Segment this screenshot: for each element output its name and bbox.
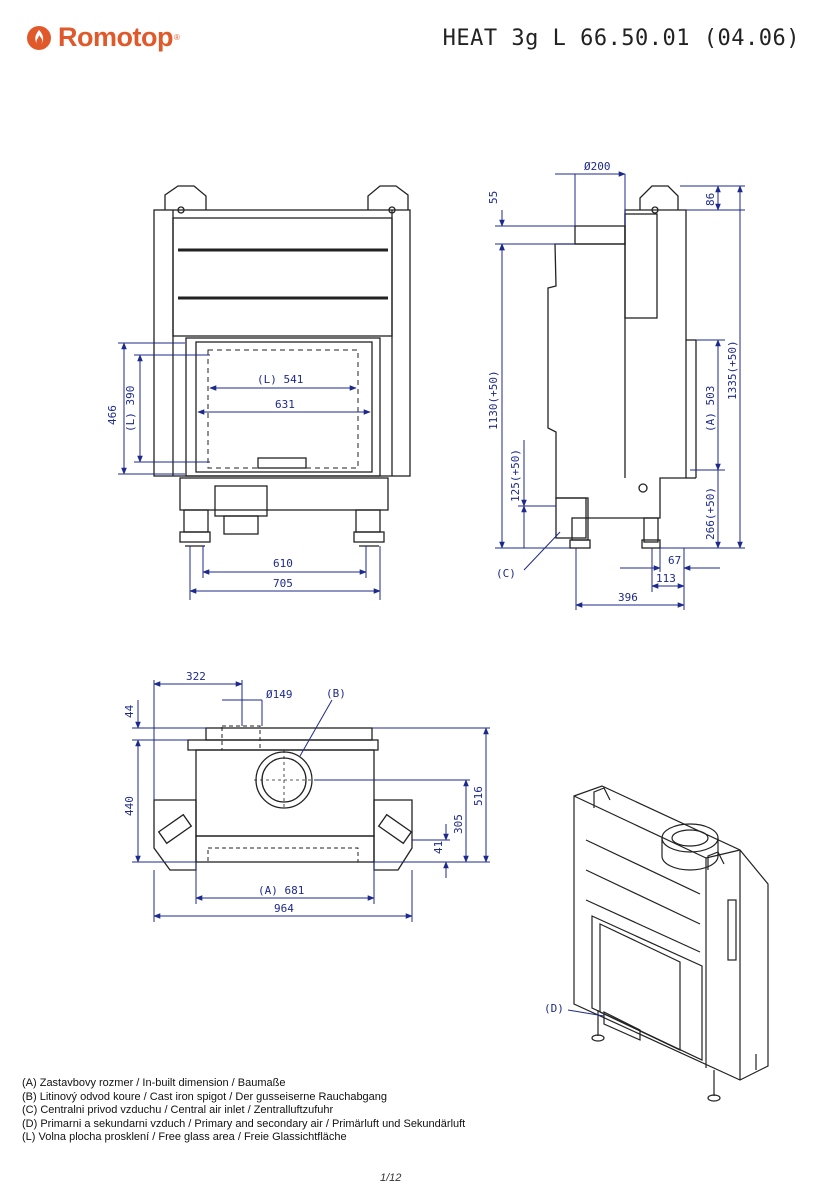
legend: (A) Zastavbovy rozmer / In-built dimensi… <box>22 1077 582 1145</box>
dim-113: 113 <box>656 572 676 585</box>
dim-1335: 1335(+50) <box>726 340 739 400</box>
page-number: 1/12 <box>380 1172 402 1184</box>
dim-705: 705 <box>273 577 293 590</box>
dim-200: Ø200 <box>584 160 611 173</box>
dim-440: 440 <box>123 796 136 816</box>
front-view-dimensions <box>118 342 381 600</box>
dim-67: 67 <box>668 554 681 567</box>
brand-registered-mark: ® <box>173 33 180 42</box>
brand-name: Romotop <box>58 22 173 52</box>
dim-86: 86 <box>704 193 717 206</box>
dim-41: 41 <box>432 841 445 854</box>
dim-610: 610 <box>273 557 293 570</box>
legend-item-d: (D) Primarni a sekundarni vzduch / Prima… <box>22 1117 466 1130</box>
legend-item-l: (L) Volna plocha prosklení / Free glass … <box>22 1131 347 1143</box>
flame-icon <box>27 25 51 50</box>
document-code: HEAT 3g L 66.50.01 (04.06) <box>442 26 800 51</box>
iso-dimensions <box>567 1009 605 1017</box>
dim-55: 55 <box>487 191 500 204</box>
legend-item-a: (A) Zastavbovy rozmer / In-built dimensi… <box>22 1077 286 1089</box>
legend-item-c: (C) Centralni privod vzduchu / Central a… <box>22 1104 334 1116</box>
dim-125: 125(+50) <box>509 449 522 502</box>
header: Romotop ® HEAT 3g L 66.50.01 (04.06) <box>0 0 820 70</box>
top-view <box>153 725 413 871</box>
dim-541: (L) 541 <box>257 373 303 386</box>
dim-631: 631 <box>275 398 295 411</box>
dim-681: (A) 681 <box>258 884 304 897</box>
label-b: (B) <box>326 687 346 700</box>
dim-516: 516 <box>472 786 485 806</box>
dim-466: 466 <box>106 405 119 425</box>
front-view <box>153 185 411 547</box>
dim-964: 964 <box>274 902 294 915</box>
dim-503: (A) 503 <box>704 386 717 432</box>
label-d: (D) <box>544 1002 564 1015</box>
side-view-dimensions <box>495 171 745 610</box>
label-c: (C) <box>496 567 516 580</box>
isometric-view <box>573 785 769 1102</box>
brand-logo: Romotop ® <box>26 22 180 53</box>
dim-149: Ø149 <box>266 688 293 701</box>
side-view <box>547 185 697 549</box>
dim-44: 44 <box>123 704 136 718</box>
dim-396: 396 <box>618 591 638 604</box>
dim-1130: 1130(+50) <box>487 370 500 430</box>
legend-item-b: (B) Litinový odvod koure / Cast iron spi… <box>22 1090 388 1103</box>
top-view-dimensions <box>132 680 490 922</box>
dim-390: (L) 390 <box>124 386 137 432</box>
dim-322: 322 <box>186 670 206 683</box>
dim-266: 266(+50) <box>704 487 717 540</box>
dim-305: 305 <box>452 814 465 834</box>
